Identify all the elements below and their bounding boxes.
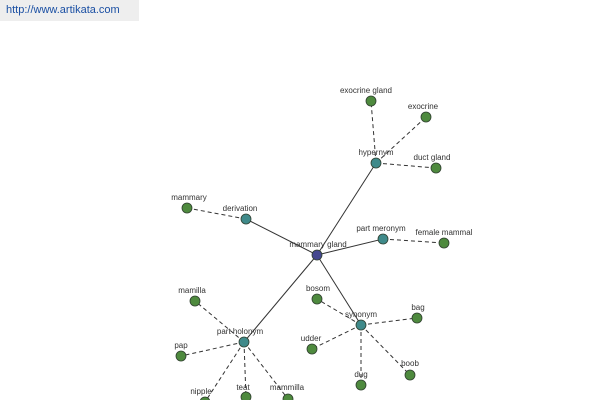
edge-mammary-gland-part-holonym — [243, 254, 318, 343]
word-node-nipple[interactable] — [199, 396, 211, 400]
edge-part-holonym-nipple — [205, 341, 245, 400]
word-node-dug[interactable] — [355, 379, 367, 391]
word-label-teat[interactable]: teat — [236, 383, 250, 392]
edge-part-holonym-mamilla — [194, 300, 245, 343]
edge-part-holonym-pap — [180, 341, 245, 357]
edge-hypernym-exocrine — [375, 116, 427, 164]
edge-mammary-gland-part-meronym — [316, 238, 384, 256]
relation-node-part-holonym[interactable] — [238, 336, 250, 348]
word-node-teat[interactable] — [240, 391, 252, 400]
word-label-duct-gland[interactable]: duct gland — [414, 153, 451, 162]
word-label-exocrine-gland[interactable]: exocrine gland — [340, 86, 392, 95]
root-label-mammary-gland[interactable]: mammary gland — [289, 240, 346, 249]
relation-label-hypernym[interactable]: hypernym — [358, 148, 393, 157]
word-node-mammary[interactable] — [181, 202, 193, 214]
word-label-female-mammal[interactable]: female mammal — [416, 228, 473, 237]
word-node-female-mammal[interactable] — [438, 237, 450, 249]
word-node-bosom[interactable] — [311, 293, 323, 305]
root-node-mammary-gland[interactable] — [311, 249, 323, 261]
relation-label-part-holonym[interactable]: part holonym — [217, 327, 264, 336]
word-node-boob[interactable] — [404, 369, 416, 381]
edge-part-holonym-mammilla — [243, 341, 289, 400]
word-label-bosom[interactable]: bosom — [306, 284, 330, 293]
word-node-exocrine[interactable] — [420, 111, 432, 123]
word-node-mammilla[interactable] — [282, 393, 294, 400]
edge-mammary-gland-hypernym — [316, 162, 377, 256]
edge-derivation-mammary — [186, 207, 247, 220]
relation-label-synonym[interactable]: synonym — [345, 310, 377, 319]
word-label-bag[interactable]: bag — [411, 303, 424, 312]
word-node-mamilla[interactable] — [189, 295, 201, 307]
word-label-nipple[interactable]: nipple — [190, 387, 212, 396]
relation-node-hypernym[interactable] — [370, 157, 382, 169]
relation-label-derivation[interactable]: derivation — [223, 204, 258, 213]
word-node-exocrine-gland[interactable] — [365, 95, 377, 107]
edge-hypernym-duct-gland — [375, 162, 437, 169]
word-node-udder[interactable] — [306, 343, 318, 355]
edge-part-holonym-teat — [243, 341, 247, 398]
graph-labels: exocrine gland exocrine duct gland mammary f… — [171, 86, 472, 396]
edge-synonym-boob — [360, 324, 411, 376]
edge-synonym-bag — [360, 317, 418, 326]
word-label-boob[interactable]: boob — [401, 359, 419, 368]
edge-synonym-udder — [311, 324, 362, 350]
word-label-udder[interactable]: udder — [301, 334, 322, 343]
word-node-bag[interactable] — [411, 312, 423, 324]
word-label-mammilla[interactable]: mammilla — [270, 383, 305, 392]
word-label-mammary[interactable]: mammary — [171, 193, 207, 202]
graph-nodes — [175, 95, 450, 400]
word-label-exocrine[interactable]: exocrine — [408, 102, 439, 111]
graph-edges — [180, 100, 445, 400]
relation-node-part-meronym[interactable] — [377, 233, 389, 245]
edge-mammary-gland-derivation — [245, 218, 318, 256]
word-label-dug[interactable]: dug — [354, 370, 367, 379]
word-label-mamilla[interactable]: mamilla — [178, 286, 206, 295]
edge-synonym-bosom — [316, 298, 362, 326]
site-url-link[interactable]: http://www.artikata.com — [0, 0, 139, 21]
word-node-duct-gland[interactable] — [430, 162, 442, 174]
edge-hypernym-exocrine-gland — [370, 100, 377, 164]
relation-node-synonym[interactable] — [355, 319, 367, 331]
relation-node-derivation[interactable] — [240, 213, 252, 225]
word-node-pap[interactable] — [175, 350, 187, 362]
edge-part-meronym-female-mammal — [382, 238, 445, 244]
relation-label-part-meronym[interactable]: part meronym — [356, 224, 406, 233]
edge-mammary-gland-synonym — [316, 254, 362, 326]
word-label-pap[interactable]: pap — [174, 341, 188, 350]
